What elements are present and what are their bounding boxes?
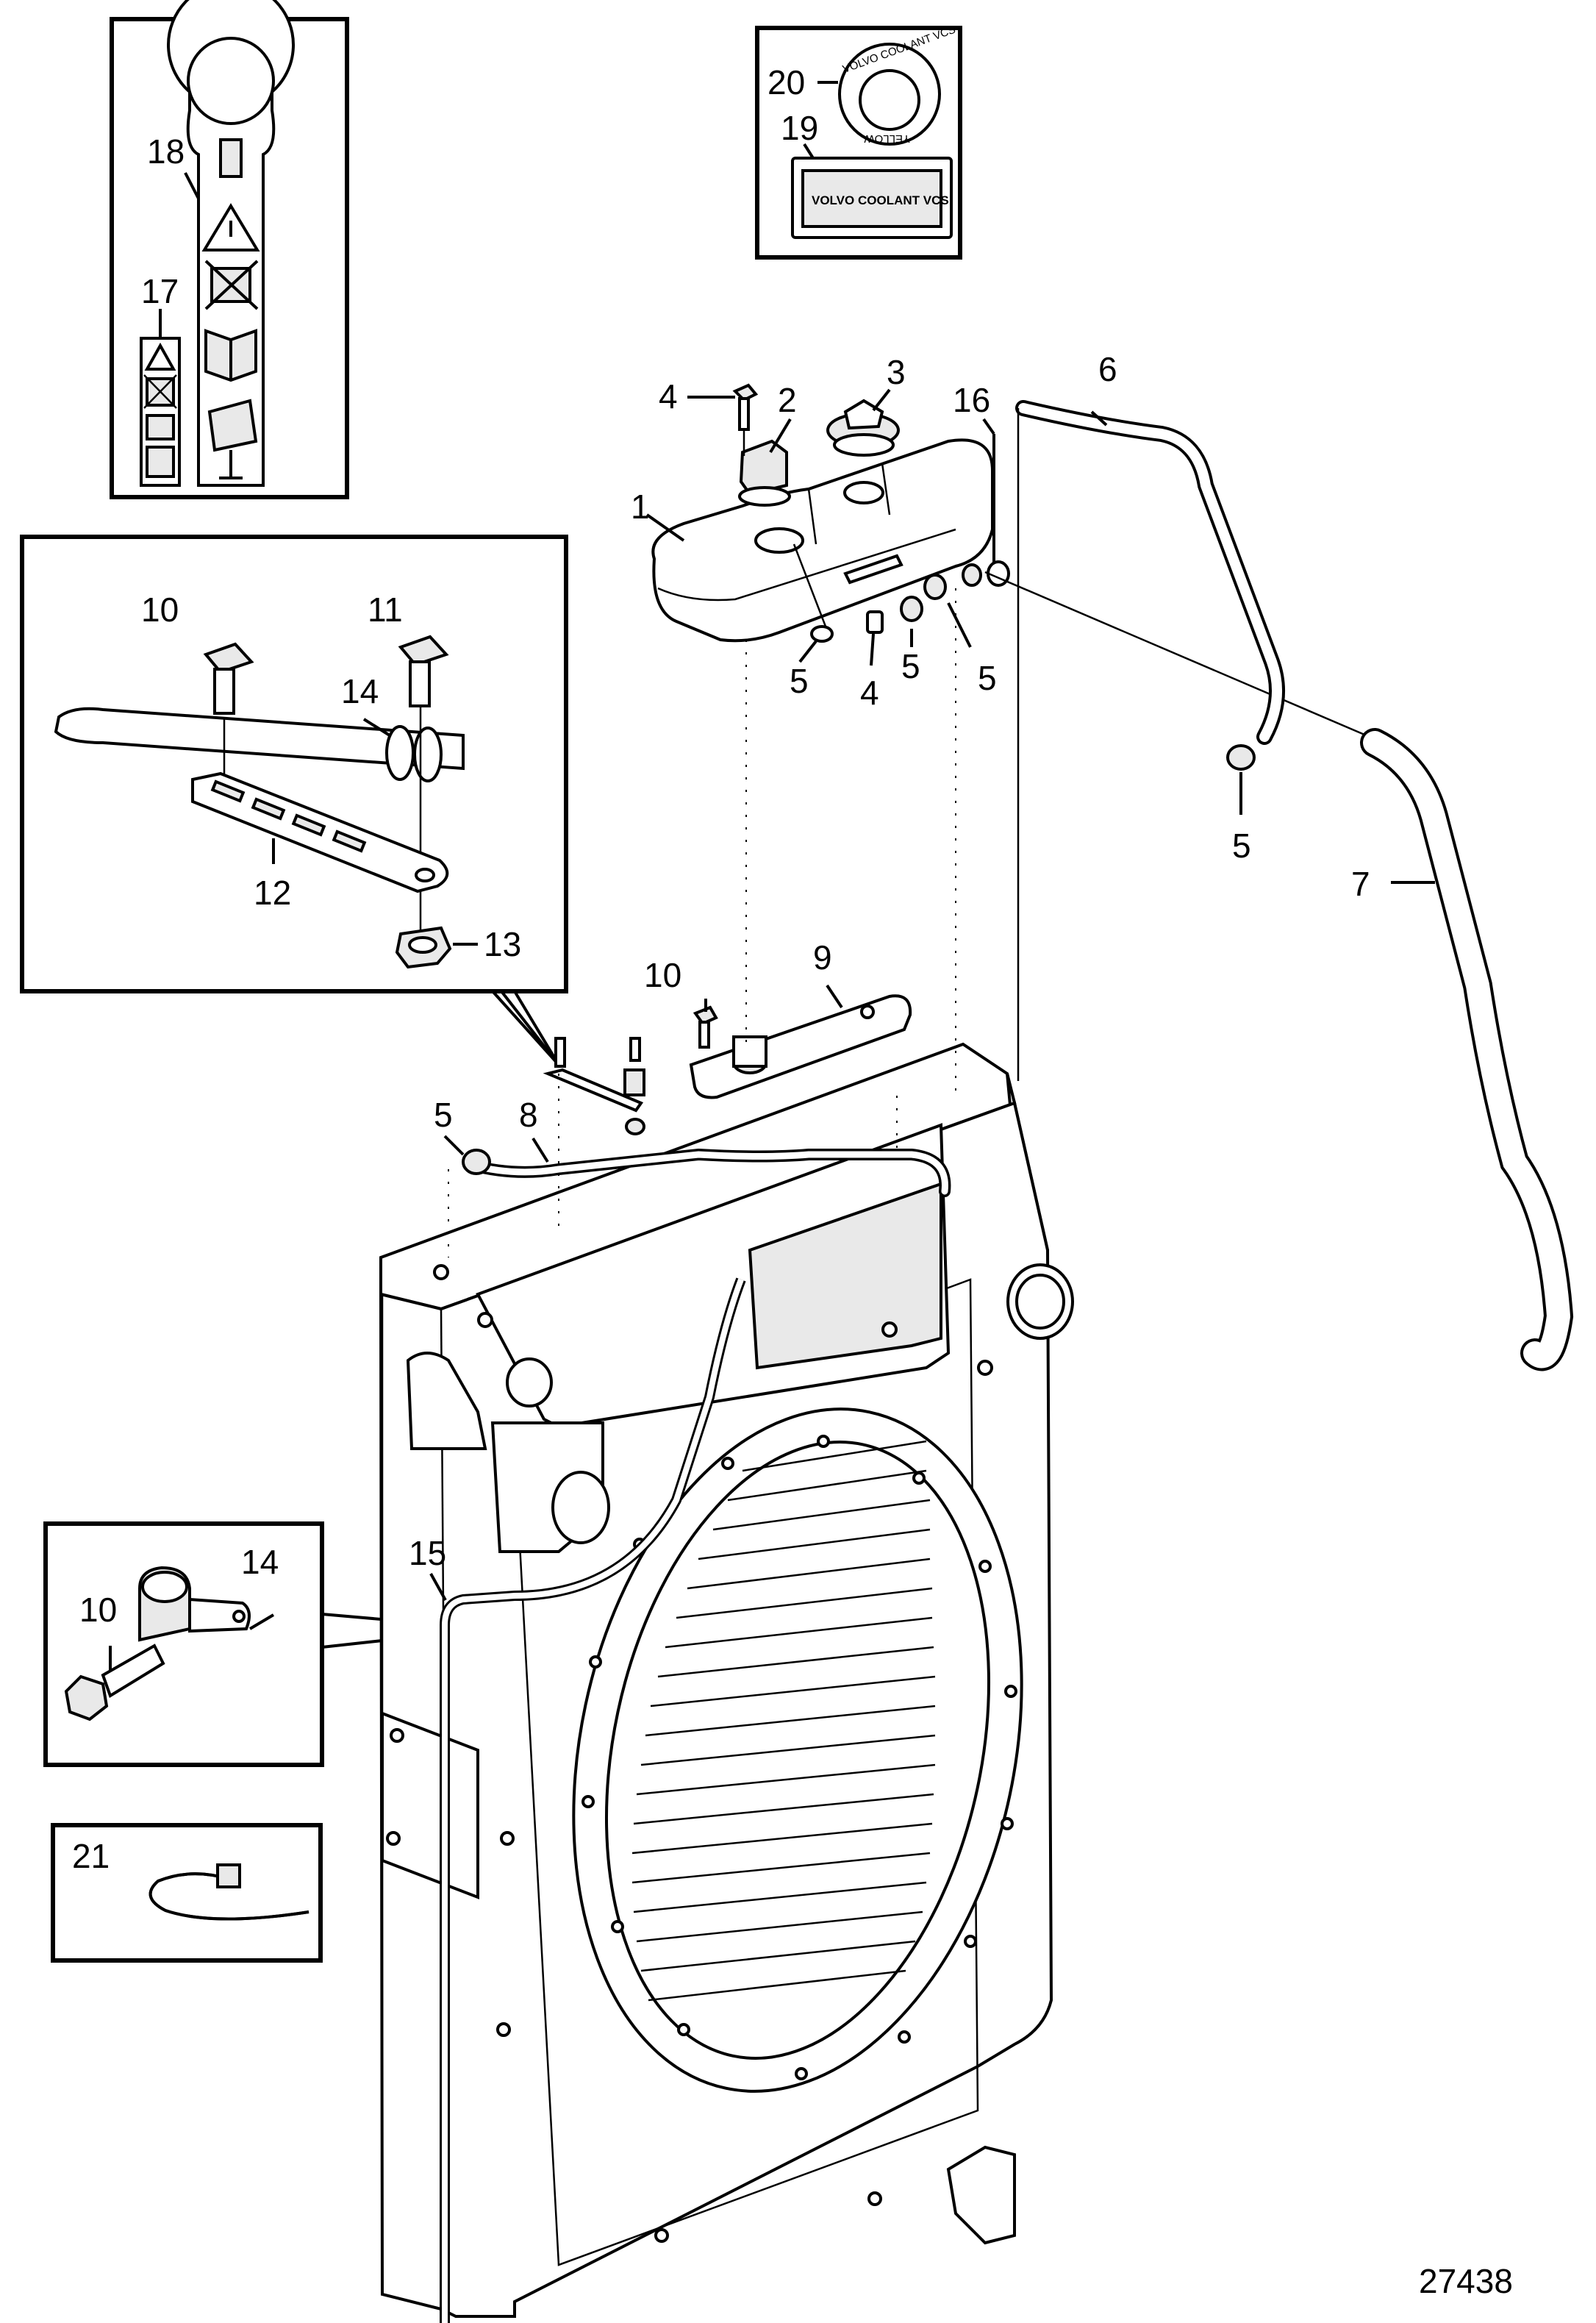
ring-bolt-holes	[581, 1435, 1017, 2080]
expansion-tank	[651, 383, 1375, 741]
bolt-10-clamp-detail	[64, 1644, 165, 1721]
callout-10-clamp: 10	[79, 1591, 117, 1629]
figure-number: 27438	[1419, 2262, 1513, 2300]
callout-17: 17	[141, 272, 179, 310]
cap-color-text: YELLOW	[864, 132, 910, 145]
bracket-9	[689, 994, 912, 1099]
cable-tie-21	[148, 1863, 309, 1921]
clamp-16	[962, 560, 1010, 587]
callout-5-b: 5	[901, 647, 920, 685]
hose-7	[1360, 728, 1574, 1371]
callout-12: 12	[254, 874, 291, 912]
warning-triangle-icon	[201, 203, 260, 251]
callout-2: 2	[778, 381, 797, 419]
callout-7: 7	[1351, 865, 1370, 903]
hose-8	[465, 1148, 951, 1197]
filler-cap-3	[826, 399, 900, 457]
callout-5-c: 5	[978, 659, 997, 697]
callout-14-clamp: 14	[241, 1543, 279, 1581]
no-open-hot-icon	[204, 260, 259, 310]
callout-20: 20	[767, 63, 805, 101]
callout-3: 3	[887, 353, 906, 391]
callout-8: 8	[519, 1096, 538, 1134]
callout-9: 9	[813, 938, 832, 977]
clamp-5-pipe	[462, 1149, 491, 1175]
coolant-label: VOLVO COOLANT VCS	[812, 193, 949, 207]
warning-decal-17	[140, 337, 181, 487]
callout-18: 18	[147, 132, 185, 171]
bolt-10-detail	[203, 642, 254, 715]
inset-warning-tag: 18 17	[110, 0, 349, 499]
inset-bracket-detail: 10 11 14 12 13	[20, 535, 568, 1066]
inset-cable-tie: 21	[51, 1823, 323, 1963]
clamp-5-hose	[1226, 744, 1256, 771]
callout-6: 6	[1098, 350, 1117, 388]
callout-5-a: 5	[790, 662, 809, 700]
pressure-cap-2	[738, 439, 791, 507]
callout-21: 21	[72, 1837, 110, 1875]
strap-12	[191, 771, 449, 893]
bolt-10-main	[693, 1005, 718, 1049]
inset-decals: VOLVO COOLANT VCS YELLOW VOLVO COOLANT V…	[755, 24, 962, 260]
strap-assembly	[543, 1037, 645, 1135]
clamp-14-detail	[138, 1566, 251, 1642]
callout-4-lower: 4	[860, 674, 879, 712]
callout-10-main: 10	[644, 956, 681, 994]
callout-5-pipe: 5	[434, 1096, 453, 1134]
warning-tag-18	[167, 0, 295, 487]
callout-13: 13	[484, 925, 521, 963]
bolt-11-detail	[398, 635, 449, 707]
pipe-15	[440, 1277, 746, 2323]
callout-5-hose: 5	[1232, 827, 1251, 865]
read-manual-icon	[204, 329, 257, 382]
clamp-5-a	[810, 625, 834, 643]
clamp-5-b	[900, 596, 923, 622]
clamp-5-c	[923, 574, 947, 600]
hose-6	[1015, 400, 1286, 745]
coolant-decal-19: VOLVO COOLANT VCS	[791, 157, 953, 239]
callout-15: 15	[409, 1534, 446, 1572]
bolt-4-top	[732, 383, 759, 431]
nut-13	[395, 926, 452, 969]
callout-14-detail: 14	[341, 672, 379, 710]
callout-4-top: 4	[659, 377, 678, 415]
callout-16: 16	[953, 381, 990, 419]
radiator-assembly	[379, 1042, 1074, 2318]
radiator-core	[631, 1440, 936, 2002]
inset-clamp-detail: 10 14	[43, 1521, 457, 1767]
callout-10-detail: 10	[141, 590, 179, 629]
callout-11: 11	[368, 590, 403, 629]
callout-1: 1	[631, 488, 650, 526]
callout-19: 19	[781, 109, 818, 147]
bolt-4-lower	[866, 610, 884, 634]
protective-gloves-icon	[207, 399, 258, 479]
